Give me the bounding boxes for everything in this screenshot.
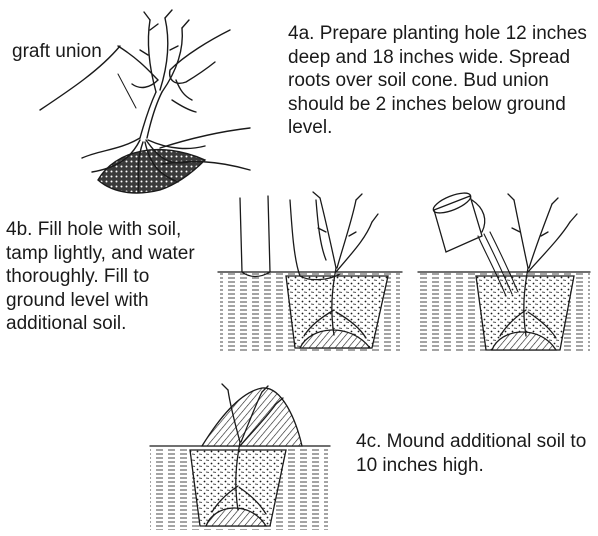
step-4b-tamping-illustration — [218, 192, 402, 352]
step-4a-illustration — [40, 10, 250, 193]
step-4b-watering-illustration — [418, 189, 590, 352]
step-4c-illustration — [150, 384, 330, 530]
